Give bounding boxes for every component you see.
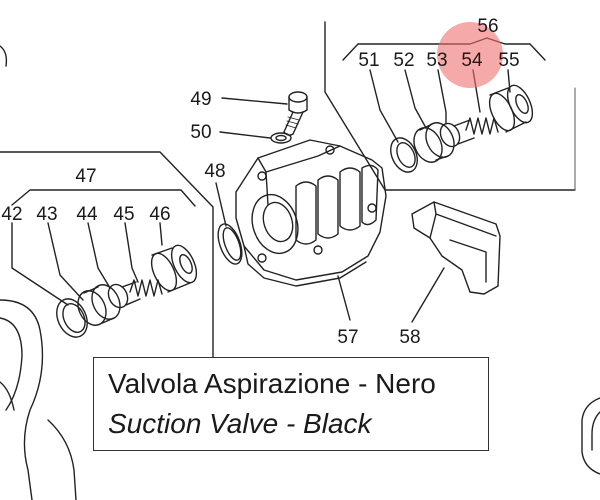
part-label-54: 54 xyxy=(461,50,483,71)
valve-53 xyxy=(439,119,475,148)
leader-42 xyxy=(11,222,69,306)
part-label-42: 42 xyxy=(1,204,23,225)
partial-part-top-left xyxy=(0,45,8,67)
washer-50 xyxy=(270,132,292,144)
seat-52 xyxy=(413,122,455,163)
valve-body-57 xyxy=(235,139,387,287)
part-label-47: 47 xyxy=(75,166,97,187)
spring-54 xyxy=(465,117,499,135)
seat-43 xyxy=(77,284,121,326)
part-label-56: 56 xyxy=(477,16,499,37)
part-label-53: 53 xyxy=(426,50,448,71)
part-label-43: 43 xyxy=(36,204,58,225)
highlight-circle-54 xyxy=(437,22,503,88)
bolt-49 xyxy=(283,91,308,136)
oring-42 xyxy=(56,298,88,338)
cover-58 xyxy=(411,201,501,295)
caption-english: Suction Valve - Black xyxy=(108,408,372,439)
cage-46 xyxy=(150,244,198,293)
part-label-44: 44 xyxy=(76,204,98,225)
oring-51 xyxy=(390,137,418,173)
partial-part-right-edge xyxy=(581,397,600,475)
leader-52 xyxy=(404,69,427,129)
right-group-frame xyxy=(324,21,576,191)
leader-45 xyxy=(124,222,139,283)
part-label-52: 52 xyxy=(393,50,415,71)
leader-49 xyxy=(221,97,288,105)
part-label-45: 45 xyxy=(113,204,135,225)
part-label-46: 46 xyxy=(149,204,171,225)
part-label-49: 49 xyxy=(190,89,212,110)
part-label-51: 51 xyxy=(358,50,380,71)
leader-53 xyxy=(437,69,447,125)
spring-45 xyxy=(129,279,163,297)
hose-outline xyxy=(0,299,77,500)
part-label-55: 55 xyxy=(498,50,520,71)
left-group-frame xyxy=(0,151,214,358)
leader-48 xyxy=(215,182,227,227)
caption-italian: Valvola Aspirazione - Nero xyxy=(108,368,436,399)
part-label-58: 58 xyxy=(399,327,421,348)
leader-58 xyxy=(411,267,445,323)
leader-44 xyxy=(87,222,111,289)
part-label-50: 50 xyxy=(190,122,212,143)
leader-51 xyxy=(369,69,399,143)
cage-55 xyxy=(488,84,534,133)
bracket-47 xyxy=(11,189,196,207)
leader-43 xyxy=(47,222,84,301)
caption-box: Valvola Aspirazione - Nero Suction Valve… xyxy=(93,357,489,451)
part-label-57: 57 xyxy=(337,327,359,348)
leader-57 xyxy=(337,275,351,321)
leader-46 xyxy=(159,222,163,246)
oring-48 xyxy=(217,223,243,265)
part-label-48: 48 xyxy=(204,161,226,182)
leader-50 xyxy=(219,131,271,139)
